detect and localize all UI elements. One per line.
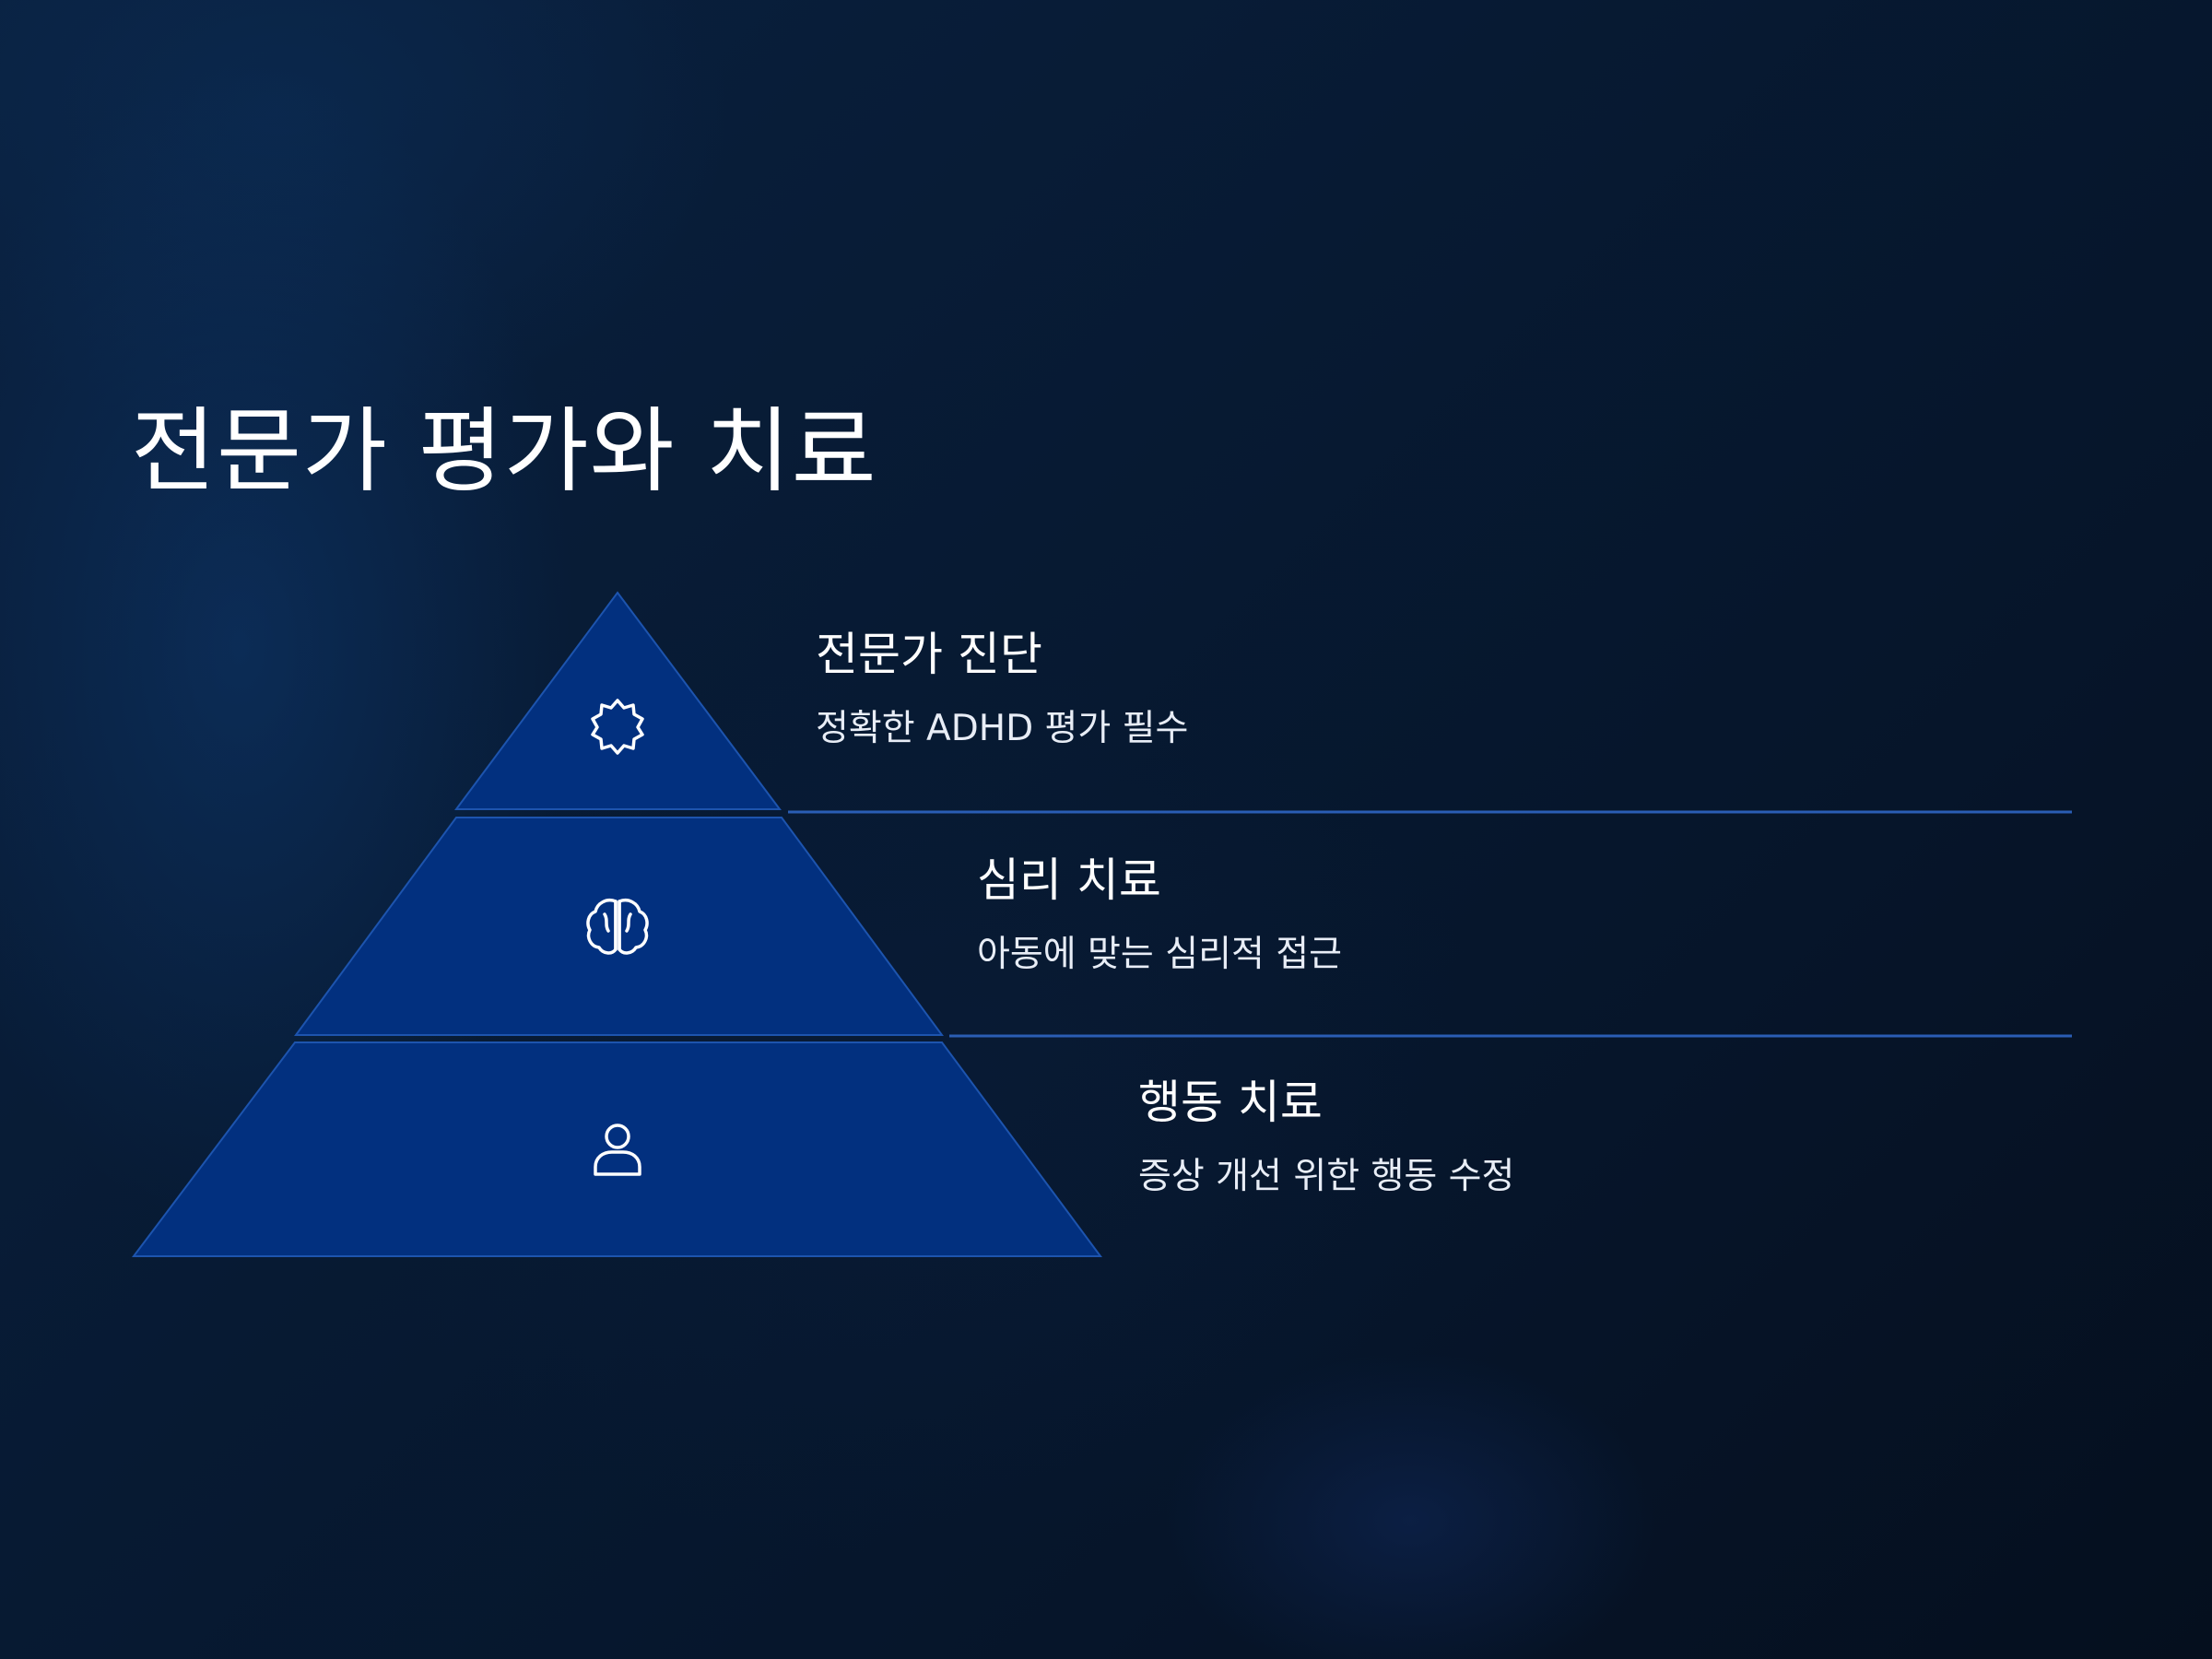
level-description: 증상 개선 위한 행동 수정 bbox=[1138, 1156, 1515, 1197]
pyramid-tier-3 bbox=[131, 1041, 1102, 1257]
level-heading: 전문가 진단 bbox=[816, 628, 1042, 681]
pyramid-level-3: 행동 치료 증상 개선 위한 행동 수정 bbox=[1138, 1075, 1514, 1199]
person-icon bbox=[594, 1124, 641, 1176]
level-heading: 심리 치료 bbox=[977, 853, 1161, 907]
level-description: 정확한 ADHD 평가 필수 bbox=[816, 708, 1189, 749]
level-description: 아동에 맞는 심리적 접근 bbox=[977, 934, 1342, 975]
slide-title: 전문가 평가와 치료 bbox=[131, 397, 877, 505]
level-heading: 행동 치료 bbox=[1138, 1076, 1323, 1129]
gear-icon bbox=[591, 699, 644, 755]
brain-icon bbox=[586, 899, 649, 955]
pyramid-level-2: 심리 치료 아동에 맞는 심리적 접근 bbox=[977, 853, 1342, 977]
pyramid-level-1: 전문가 진단 정확한 ADHD 평가 필수 bbox=[816, 627, 1188, 751]
